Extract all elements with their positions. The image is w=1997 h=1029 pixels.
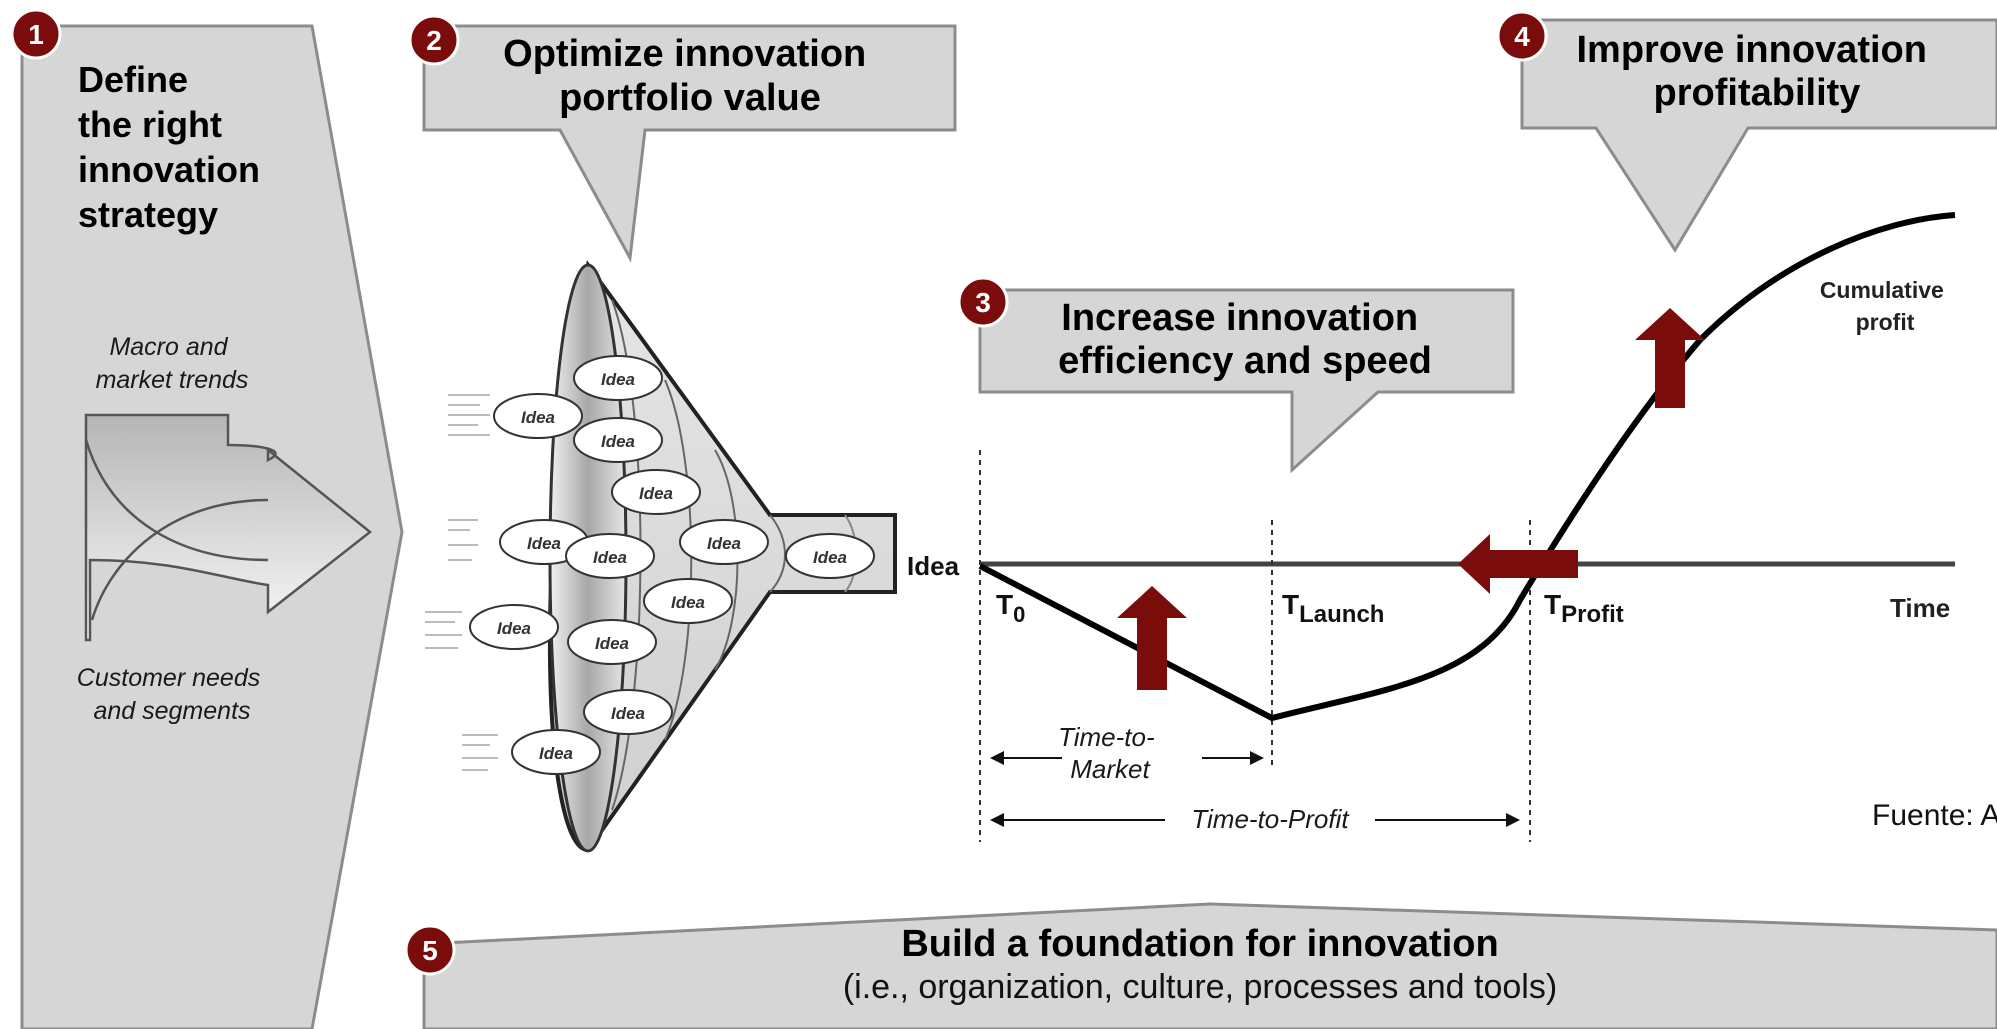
step1-number: 1 [28,19,44,50]
step5-panel [422,902,1997,1029]
step5-subtitle: (i.e., organization, culture, processes … [843,968,1557,1006]
idea-ellipse [469,604,559,650]
merging-arrow-curve-a [84,439,269,562]
bracket-arrowhead [1506,813,1520,827]
step3-title: Increase innovation efficiency and speed [1058,297,1432,382]
idea-ellipse-label: Idea [521,408,555,427]
step3-number: 3 [975,287,991,318]
speed-left-arrow [1458,534,1578,594]
step4-callout-shape [1520,18,1997,253]
bracket-arrowhead [1250,751,1264,765]
step4-number: 4 [1514,21,1530,52]
step1-title: Define the right innovation strategy [78,59,270,235]
step5-title: Build a foundation for innovation [901,923,1498,965]
profit-timeline: Idea T0 TLaunch TProfit Time Cumulative … [907,212,1956,842]
step5-number: 5 [422,935,438,966]
idea-ellipse [493,393,583,439]
bracket-arrowhead [990,813,1004,827]
idea-ellipse-label: Idea [639,484,673,503]
time-to-market-label: Time-to- Market [1058,722,1162,784]
idea-ellipse-label: Idea [671,593,705,612]
step3-number-badge [957,276,1009,328]
idea-ellipse-label: Idea [497,619,531,638]
step3-callout-shape [978,288,1515,474]
funnel-stage-line [664,379,693,741]
step4-title: Improve innovation profitability [1576,29,1937,114]
idea-ellipse-label: Idea [539,744,573,763]
cumulative-profit-label: Cumulative profit [1820,277,1950,335]
time-to-profit-label: Time-to-Profit [1191,804,1350,834]
idea-ellipse [583,689,673,735]
macro-trends-label: Macro and market trends [96,333,249,394]
t0-label: T0 [996,589,1025,627]
idea-ellipses: IdeaIdeaIdeaIdeaIdeaIdeaIdeaIdeaIdeaIdea… [469,355,875,775]
output-idea-ellipse [785,533,875,579]
customer-needs-label: Customer needs and segments [77,664,267,725]
step2-number: 2 [426,25,442,56]
time-to-profit-label-bg [1165,802,1375,836]
idea-ellipse [611,469,701,515]
idea-ellipse-label: Idea [601,370,635,389]
step3-callout: 3 Increase innovation efficiency and spe… [957,276,1515,474]
funnel-notes [425,394,498,771]
idea-ellipse [573,355,663,401]
step5-foundation: 5 Build a foundation for innovation (i.e… [404,902,1997,1029]
idea-ellipse-label: Idea [593,548,627,567]
idea-ellipse-label: Idea [813,548,847,567]
step2-number-badge [408,14,460,66]
idea-ellipse [643,578,733,624]
idea-ellipse-label: Idea [601,432,635,451]
funnel-stage-line [769,514,786,593]
merging-arrow-curve-b [90,498,269,621]
time-to-market-label-bg [1062,720,1202,788]
idea-ellipse [511,729,601,775]
efficiency-up-arrow [1117,586,1187,690]
idea-ellipse-label: Idea [595,634,629,653]
step1-number-badge [10,8,62,60]
tlaunch-label: TLaunch [1282,589,1384,628]
source-note: Fuente: A [1872,799,1997,832]
step2-callout: 2 Optimize innovation portfolio value [408,14,957,263]
tprofit-label: TProfit [1544,589,1624,628]
idea-ellipse-label: Idea [611,704,645,723]
step2-title: Optimize innovation portfolio value [503,33,877,119]
merging-arrow-graphic [84,413,373,642]
time-axis-label: Time [1890,593,1950,623]
idea-ellipse [567,619,657,665]
profit-up-arrow [1635,308,1705,408]
step4-callout: 4 Improve innovation profitability [1496,10,1997,253]
idea-ellipse-label: Idea [707,534,741,553]
step4-number-badge [1496,10,1548,62]
bracket-arrowhead [990,751,1004,765]
step5-number-badge [404,924,456,976]
step2-callout-shape [422,24,957,263]
idea-ellipse-label: Idea [527,534,561,553]
idea-ellipse [679,519,769,565]
cumulative-profit-curve [978,212,1956,722]
idea-ellipse [573,417,663,463]
step1-panel: 1 Define the right innovation strategy M… [10,8,404,1029]
idea-label: Idea [907,551,960,581]
idea-ellipse [565,533,655,579]
